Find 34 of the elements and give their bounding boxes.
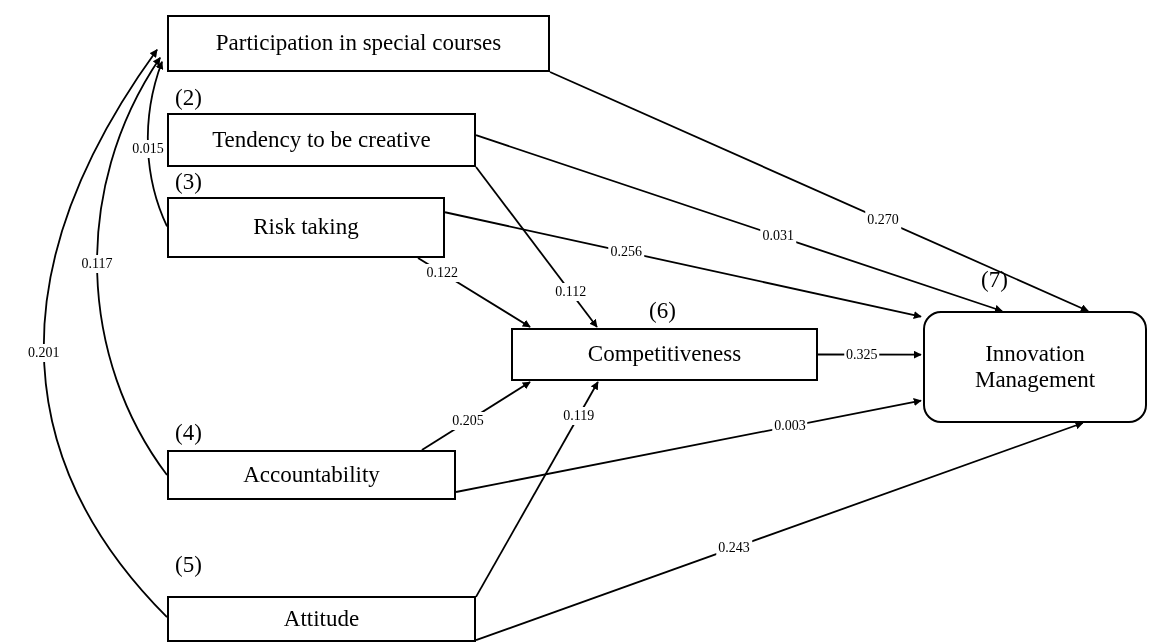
arrow (475, 381, 599, 598)
edge-label: 0.201 (26, 344, 62, 363)
edge-label: 0.205 (450, 412, 486, 431)
arrow (549, 71, 1089, 312)
node-number: (7) (981, 267, 1008, 293)
node-number: (6) (649, 298, 676, 324)
node-label: Risk taking (253, 214, 359, 241)
node-label: Tendency to be creative (212, 126, 431, 154)
node-number: (5) (175, 552, 202, 578)
edge-label: 0.117 (79, 254, 115, 273)
node-label: Participation in special courses (215, 30, 502, 57)
arrow (444, 211, 922, 319)
arrow (96, 56, 168, 476)
arrow (475, 134, 1003, 313)
edge-label: 0.270 (865, 210, 901, 229)
node-label: Attitude (283, 605, 360, 633)
node-label: Innovation Management (973, 340, 1097, 394)
arrow (455, 398, 922, 493)
edge-label: 0.015 (130, 139, 166, 158)
arrow (146, 60, 168, 228)
node-number: (2) (175, 85, 202, 111)
node-label: Accountability (243, 461, 380, 489)
node-label: Competitiveness (587, 341, 742, 368)
edge-label: 0.112 (553, 283, 589, 302)
node-number: (4) (175, 420, 202, 446)
edge-label: 0.243 (716, 538, 752, 557)
node-number: (3) (175, 169, 202, 195)
arrow (475, 421, 1084, 642)
edge-label: 0.122 (424, 263, 460, 282)
edge-label: 0.119 (561, 406, 597, 425)
arrow (475, 166, 598, 328)
variable-box (167, 15, 550, 72)
edge-label: 0.031 (760, 227, 797, 246)
arrow (43, 48, 168, 619)
